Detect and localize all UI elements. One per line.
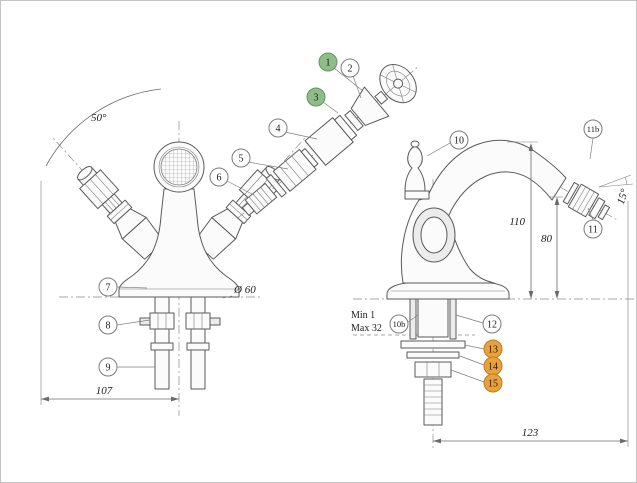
svg-text:10: 10 <box>454 136 464 147</box>
dim-handle-angle: 50° <box>91 112 107 124</box>
callout-3: 3 <box>306 87 339 114</box>
callout-9: 9 <box>98 357 155 377</box>
svg-text:15: 15 <box>488 379 498 390</box>
dim-deck-min: Min 1 <box>351 310 375 321</box>
svg-text:1: 1 <box>326 58 331 69</box>
svg-text:5: 5 <box>239 154 244 165</box>
svg-text:7: 7 <box>106 283 111 294</box>
stud-left <box>409 298 417 340</box>
threaded-rod <box>423 378 443 426</box>
part-ring <box>344 110 364 131</box>
front-view-mixer <box>40 121 318 416</box>
mixer-body <box>118 188 240 298</box>
dimension-annotations: 50° 107 Ø 60 110 80 15° 123 Min 1 Max 32 <box>40 88 634 447</box>
shank-nut <box>414 361 452 378</box>
svg-text:3: 3 <box>314 93 319 104</box>
callout-11b: 11b <box>583 119 603 160</box>
exploded-handle-assembly <box>236 63 419 219</box>
svg-text:6: 6 <box>217 173 222 184</box>
shank-washer <box>406 351 460 359</box>
side-view-mixer <box>236 63 635 449</box>
callout-badges: 1 2 3 4 5 6 7 <box>98 52 603 393</box>
left-shank-washer <box>150 342 174 351</box>
callout-11: 11 <box>583 207 603 239</box>
callout-13: 13 <box>464 339 503 359</box>
svg-text:12: 12 <box>487 320 497 331</box>
callout-12: 12 <box>455 314 502 334</box>
svg-text:13: 13 <box>488 345 498 356</box>
shank-tube <box>417 298 449 338</box>
handwheel <box>379 63 417 104</box>
callout-7: 7 <box>98 277 148 297</box>
right-shank-washer <box>186 342 210 351</box>
callout-15: 15 <box>450 369 503 393</box>
part-screw <box>374 90 389 105</box>
callout-1: 1 <box>318 52 364 92</box>
aerator-mesh <box>160 148 198 186</box>
callout-4: 4 <box>268 118 318 140</box>
popup-knob <box>404 140 430 200</box>
svg-text:14: 14 <box>488 362 498 373</box>
left-shank-nut <box>149 312 175 330</box>
callout-2: 2 <box>340 58 362 99</box>
part-seal <box>244 182 278 215</box>
mounting-shanks <box>139 296 221 390</box>
dim-outlet-angle: 15° <box>615 187 631 206</box>
dim-base-width: 107 <box>96 385 113 397</box>
callout-6: 6 <box>209 167 255 196</box>
stud-right <box>449 298 457 340</box>
side-mounting-shank <box>400 298 466 426</box>
svg-text:8: 8 <box>106 321 111 332</box>
svg-text:11b: 11b <box>587 124 599 134</box>
dim-deck-max: Max 32 <box>351 323 382 334</box>
angle-arc-50 <box>45 88 162 167</box>
dim-spout-height: 110 <box>509 216 525 228</box>
clamp-plate <box>400 340 466 349</box>
callout-5: 5 <box>231 148 289 170</box>
dim-overall-depth: 123 <box>522 427 539 439</box>
svg-text:9: 9 <box>106 363 111 374</box>
callout-10b: 10b <box>389 314 419 334</box>
dim-aerator-diameter: Ø 60 <box>233 284 256 296</box>
svg-text:11: 11 <box>588 225 598 236</box>
svg-text:2: 2 <box>348 64 353 75</box>
callout-14: 14 <box>459 355 503 376</box>
dim-outlet-height: 80 <box>541 233 553 245</box>
svg-text:4: 4 <box>276 124 281 135</box>
svg-text:10b: 10b <box>393 319 406 329</box>
right-shank-nut <box>185 312 211 330</box>
callout-10: 10 <box>426 130 469 157</box>
callout-8: 8 <box>98 315 151 335</box>
